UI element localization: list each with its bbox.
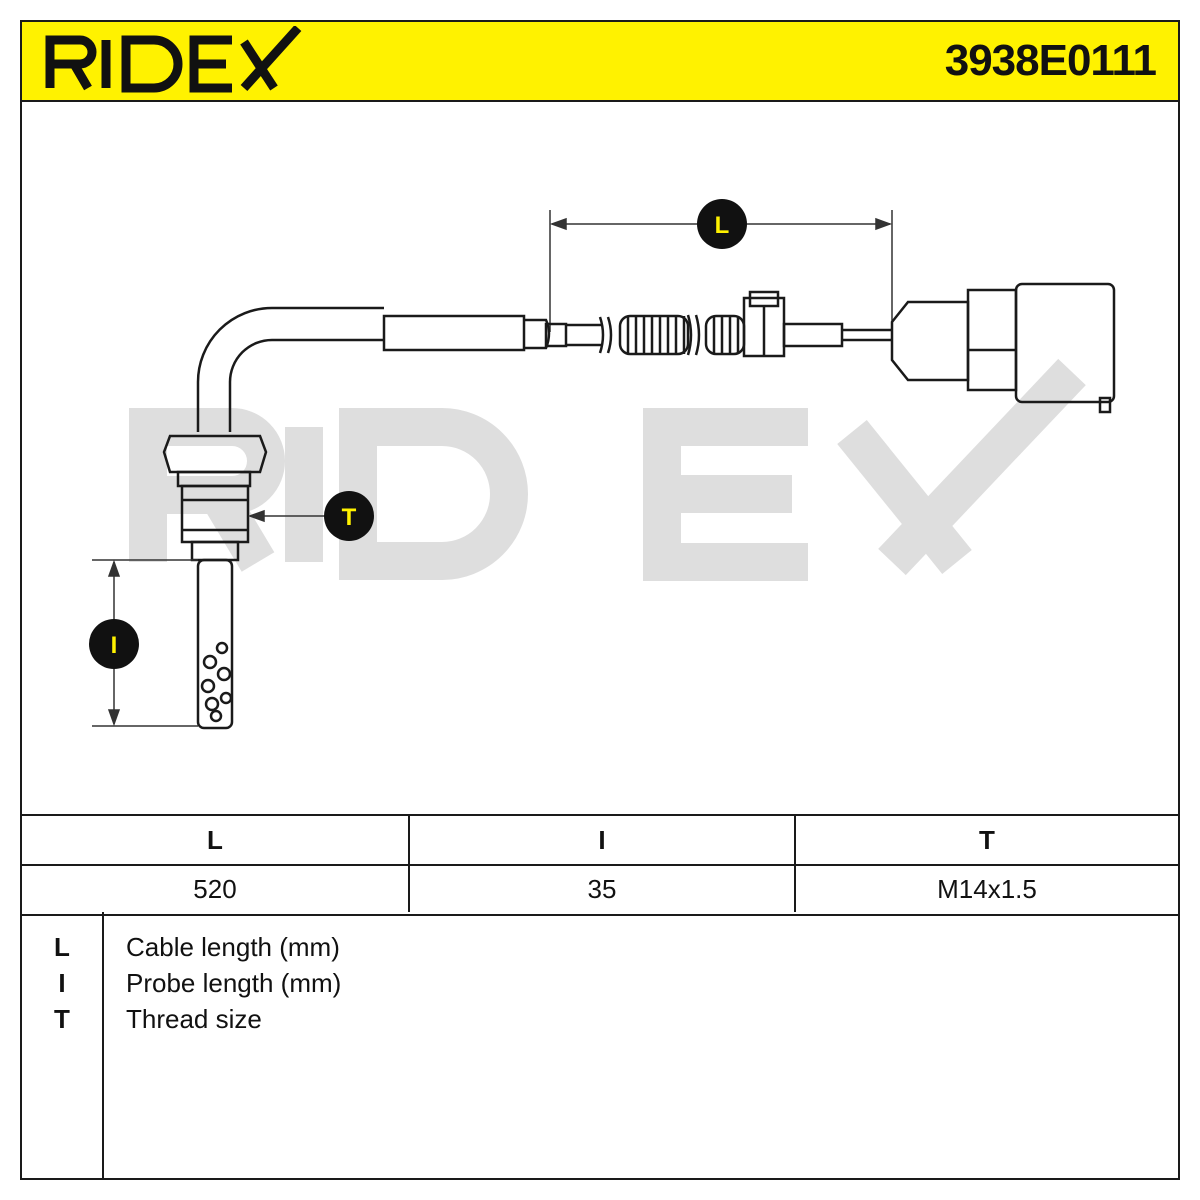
technical-drawing: L xyxy=(22,102,1178,814)
dimension-t xyxy=(247,509,326,523)
legend-text: Thread size xyxy=(126,1004,262,1034)
spec-table: L I T 520 35 M14x1.5 xyxy=(22,814,1178,916)
header-cell-i: I xyxy=(408,816,794,864)
legend-key: I xyxy=(58,968,66,998)
spec-table-header: L I T xyxy=(22,816,1178,866)
legend-text: Probe length (mm) xyxy=(126,968,342,998)
legend-key: T xyxy=(54,1004,70,1034)
callout-i: I xyxy=(89,619,139,669)
spec-table-values: 520 35 M14x1.5 xyxy=(22,866,1178,912)
svg-text:L: L xyxy=(715,212,730,239)
legend: L Cable length (mm) I Probe length (mm) … xyxy=(22,912,1178,1178)
svg-text:T: T xyxy=(342,504,357,531)
value-cell-l: 520 xyxy=(193,873,237,904)
callout-l: L xyxy=(697,199,747,249)
svg-text:I: I xyxy=(111,632,118,659)
value-cell-i: 35 xyxy=(408,866,794,912)
sensor-drawing: L xyxy=(89,199,1116,730)
callout-t: T xyxy=(324,491,374,541)
legend-divider xyxy=(102,912,104,1178)
drawing-frame: 3938E0111 L xyxy=(20,20,1180,1180)
part-number: 3938E0111 xyxy=(944,36,1157,85)
legend-text: Cable length (mm) xyxy=(126,932,340,962)
header-cell-t: T xyxy=(794,816,1178,864)
sensor-outline xyxy=(162,282,1116,730)
value-cell-t: M14x1.5 xyxy=(794,866,1178,912)
header-cell-l: L xyxy=(207,824,223,855)
legend-key: L xyxy=(54,932,70,962)
brand-logo xyxy=(45,26,302,93)
header-bar: 3938E0111 xyxy=(22,22,1178,102)
watermark-logo xyxy=(129,358,1086,581)
